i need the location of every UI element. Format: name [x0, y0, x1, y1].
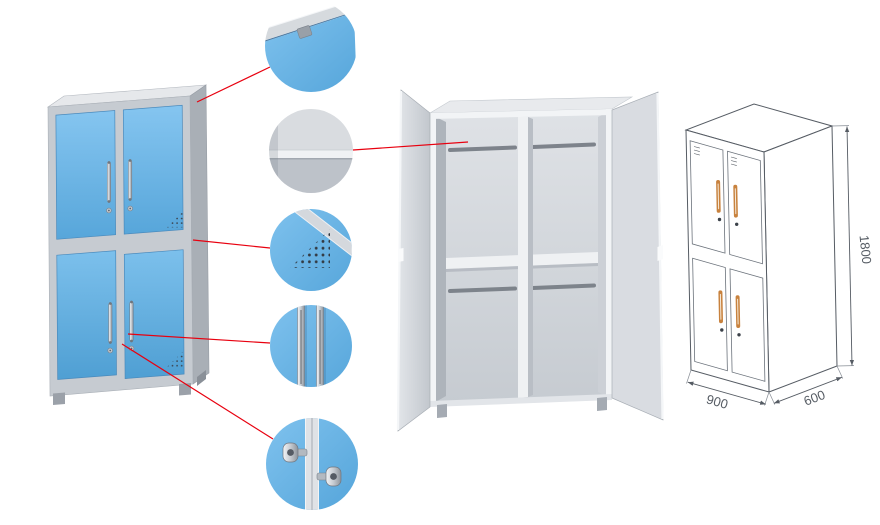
wire-door-upper-right	[727, 150, 763, 265]
latch-left	[282, 442, 308, 463]
dimension-lines	[687, 126, 855, 405]
front-frame-right	[606, 109, 612, 400]
wire-side-face	[763, 125, 838, 393]
door-upper-left	[55, 110, 116, 240]
shelf-front-edge	[269, 150, 353, 158]
dimension-line-drawing: 1800 900 600	[684, 103, 875, 412]
callout-hinge-rails	[270, 305, 352, 387]
width-dimension-line	[687, 381, 766, 405]
depth-dimension-label: 600	[802, 387, 828, 409]
handle-upper-right	[128, 159, 133, 201]
vent-frame-corner	[294, 209, 352, 258]
callout-top-corner	[265, 0, 357, 92]
corner-latch-tab	[296, 25, 313, 39]
front-frame-bottom	[430, 394, 612, 407]
open-door-right	[611, 91, 664, 421]
wire-door-upper-left	[689, 140, 726, 254]
callout-latch-lock	[266, 418, 358, 510]
vent-holes-lower	[166, 351, 183, 368]
connector-vents	[192, 239, 271, 249]
width-dimension-label: 900	[705, 391, 730, 411]
wire-door-lower-left	[692, 257, 728, 372]
hanging-rail-upper-left	[448, 145, 517, 152]
handle-upper-left	[107, 161, 111, 203]
connector-shelf	[352, 141, 469, 151]
hanging-rail-lower-right	[531, 283, 596, 290]
connector-latch	[121, 343, 274, 440]
front-frame-top	[430, 109, 612, 119]
height-dimension-line	[844, 126, 855, 366]
wire-door-lower-right	[729, 268, 766, 382]
open-cabinet-foot-right	[597, 397, 607, 411]
shelf-underside	[269, 158, 353, 193]
door-lower-right	[123, 249, 185, 379]
wire-locks	[717, 217, 741, 337]
door-locks	[106, 205, 135, 354]
front-frame-left	[430, 113, 436, 407]
corner-blue-face	[265, 12, 357, 92]
vent-holes-pattern	[290, 229, 330, 268]
callout-connector-lines	[121, 66, 469, 440]
hanging-rail-lower-left	[448, 286, 517, 293]
door-upper-right	[122, 104, 184, 235]
callout-interior-shelf	[269, 109, 353, 193]
closed-cabinet-render	[46, 84, 210, 405]
depth-dimension-line	[773, 376, 843, 404]
open-cabinet-render	[396, 89, 664, 432]
callout-ventilation	[270, 209, 352, 291]
latch-right	[316, 466, 342, 487]
detail-callouts	[265, 0, 358, 510]
open-cabinet-foot-left	[437, 404, 447, 418]
handle-lower-right	[129, 301, 134, 342]
door-lower-left	[56, 250, 117, 380]
left-door-handle-notch	[398, 248, 404, 262]
vent-holes-upper	[166, 211, 183, 228]
hanging-rail-upper-right	[531, 142, 596, 149]
connector-rails	[127, 333, 271, 344]
center-divider	[518, 117, 528, 398]
door-handles	[107, 159, 134, 344]
connector-top-corner	[196, 66, 271, 103]
shelf-back-wall	[269, 109, 353, 150]
cabinet-foot-front-right	[179, 383, 191, 396]
open-door-left	[397, 89, 431, 432]
cabinet-foot-front-left	[53, 392, 65, 405]
right-door-handle-notch	[657, 245, 663, 261]
cabinet-foot-back-right	[197, 370, 206, 386]
height-dimension-label: 1800	[857, 234, 875, 264]
handle-lower-left	[108, 302, 113, 344]
center-divider-shade	[528, 117, 533, 397]
